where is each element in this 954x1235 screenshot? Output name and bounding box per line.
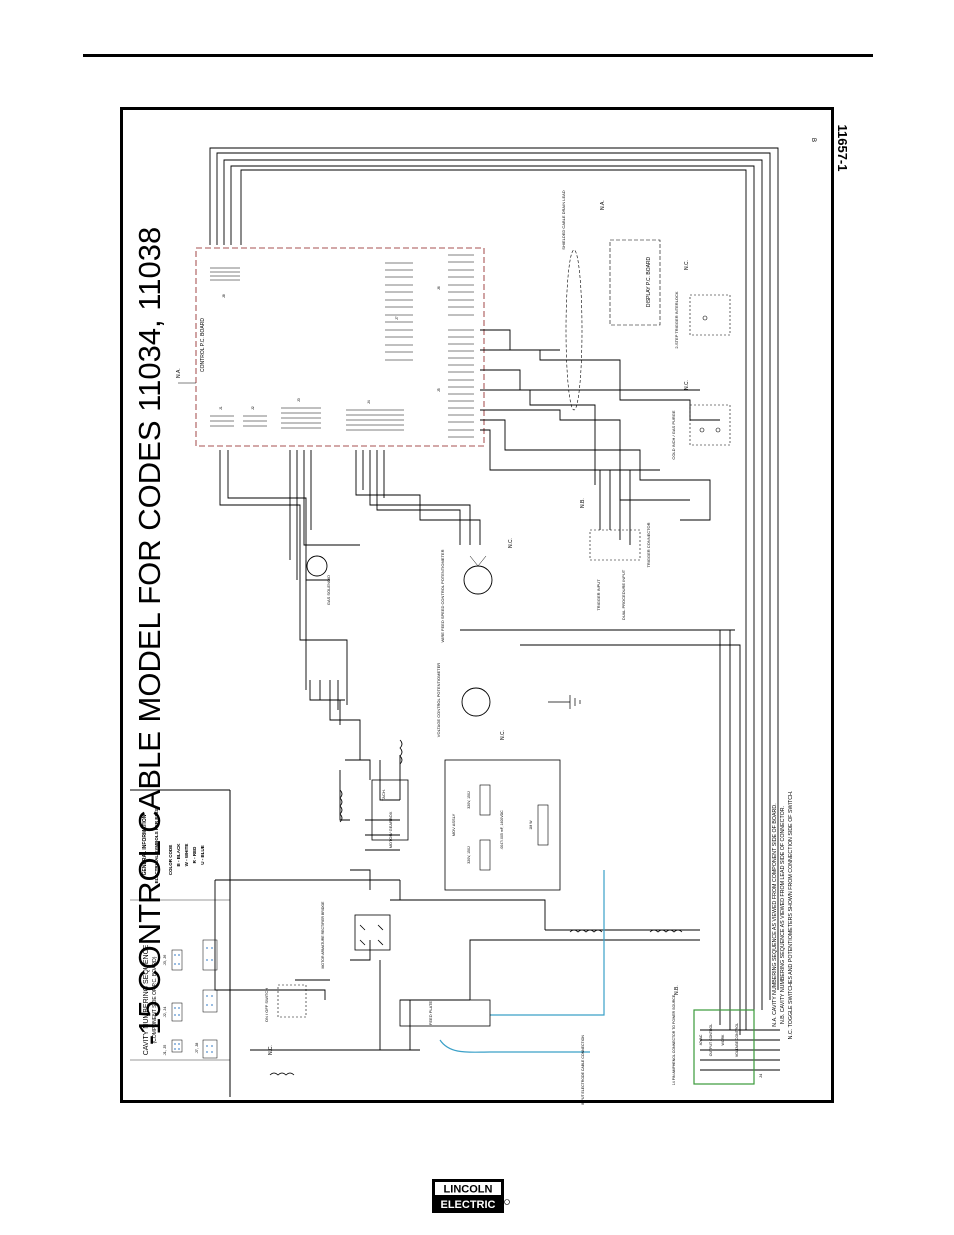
svg-text:TACH.: TACH.: [381, 789, 386, 801]
svg-text:COLD INCH / GAS PURGE: COLD INCH / GAS PURGE: [671, 410, 676, 459]
color-b: B - BLACK: [176, 843, 181, 867]
svg-text:.0047/.005 mF, 1400VDC: .0047/.005 mF, 1400VDC: [500, 810, 504, 850]
color-w: W - WHITE: [184, 844, 189, 867]
svg-text:J3: J3: [297, 398, 301, 402]
nb-label-2: N.B.: [674, 985, 680, 995]
cavity-sub: (COMPONENT SIDE OF P.C. BOARD): [152, 956, 158, 1043]
page-title: -15 CONTROL CABLE MODEL FOR CODES 11034,…: [132, 227, 167, 1045]
logo-bottom: ELECTRIC: [441, 1199, 496, 1211]
svg-text:FEED PLATE: FEED PLATE: [428, 1001, 433, 1025]
two-step-switch: 2-STEP TRIGGER INTERLOCK N.C.: [674, 260, 731, 349]
lincoln-electric-logo: LINCOLN ELECTRIC: [432, 1179, 510, 1213]
inductors: [269, 739, 683, 1076]
color-r: R - RED: [192, 846, 197, 864]
note-na: N.A. CAVITY NUMBERING SEQUENCE AS VIEWED…: [772, 803, 778, 1026]
cav-j3: J3, J6: [162, 954, 167, 965]
header-rule: [83, 54, 873, 57]
svg-text:MOTOR ARMATURE RECTIFIER BRIDG: MOTOR ARMATURE RECTIFIER BRIDGE: [321, 901, 325, 969]
notes: N.A. CAVITY NUMBERING SEQUENCE AS VIEWED…: [772, 791, 794, 1040]
cav-j2: J2, J4: [162, 1006, 167, 1017]
svg-text:TRIGGER CONNECTOR: TRIGGER CONNECTOR: [646, 522, 651, 567]
svg-text:DUAL PROCEDURE INPUT: DUAL PROCEDURE INPUT: [621, 569, 626, 620]
nb-label-1: N.B.: [580, 498, 586, 508]
svg-text:14 PIN AMPHENOL CONNECTOR TO P: 14 PIN AMPHENOL CONNECTOR TO POWER SOURC…: [672, 994, 676, 1085]
cav-j7: J7, J8: [194, 1042, 199, 1053]
svg-text:OUTPUT CONTROL: OUTPUT CONTROL: [709, 1024, 713, 1056]
general-heading: GENERAL INFORMATION: [142, 814, 148, 875]
legend-box: CAVITY NUMBERING SEQUENCE (COMPONENT SID…: [130, 789, 231, 1097]
control-board: CONTROL P.C. BOARD N.A. J1 J2 J3 J4 J7 J…: [176, 247, 485, 447]
svg-text:VOLTAGE CONTROL POTENTIOMETER: VOLTAGE CONTROL POTENTIOMETER: [436, 663, 441, 737]
electrode-lead: [439, 870, 605, 1053]
cold-inch-switch: COLD INCH / GAS PURGE N.C.: [671, 380, 731, 460]
svg-text:320V, 150J: 320V, 150J: [467, 846, 471, 864]
note-nc: N.C. TOGGLE SWITCHES AND POTENTIOMETERS …: [788, 791, 794, 1040]
diagram-frame: [120, 107, 834, 1103]
svg-text:40VAC: 40VAC: [699, 1034, 703, 1045]
nc-label-3: N.C.: [684, 380, 690, 390]
wire-harness: [209, 147, 780, 1071]
nc-label-2: N.C.: [500, 730, 506, 740]
svg-text:ON / OFF SWITCH: ON / OFF SWITCH: [264, 988, 269, 1022]
svg-text:INPUT ELECTRODE CABLE CONNECTI: INPUT ELECTRODE CABLE CONNECTION: [581, 1035, 585, 1105]
svg-text:GAS SOLENOID: GAS SOLENOID: [326, 575, 331, 605]
amphenol-connector: 14 PIN AMPHENOL CONNECTOR TO POWER SOURC…: [672, 985, 763, 1085]
color-code-heading: COLOR CODE: [168, 845, 173, 876]
svg-text:J2: J2: [251, 406, 255, 410]
na-label-2: N.A.: [600, 200, 606, 210]
mov-assembly: MOV ASSLY 320V, 150J 320V, 150J .0047/.0…: [444, 759, 561, 891]
motor-gearbox: MOTOR/ GEARBOX TACH.: [371, 779, 409, 848]
svg-text:1M W: 1M W: [529, 820, 533, 830]
svg-text:J8: J8: [222, 294, 226, 298]
voltage-pot: VOLTAGE CONTROL POTENTIOMETER N.C.: [436, 663, 506, 740]
on-off-switch: ON / OFF SWITCH N.C.: [264, 984, 307, 1055]
symbols-note: ELECTRICAL SYMBOLS PER E1537: [154, 806, 159, 883]
svg-text:J5: J5: [437, 388, 441, 392]
control-board-label: CONTROL P.C. BOARD: [200, 318, 206, 372]
svg-text:J6: J6: [437, 286, 441, 290]
svg-text:DISPLAY P.C. BOARD: DISPLAY P.C. BOARD: [646, 256, 652, 307]
na-label-1: N.A.: [176, 368, 182, 378]
svg-text:MOV ASSLY: MOV ASSLY: [451, 813, 456, 836]
revision-letter: B: [810, 138, 816, 142]
wire-feed-pot: WIRE FEED SPEED CONTROL POTENTIOMETER N.…: [440, 538, 514, 642]
nc-label-5: N.C.: [268, 1045, 274, 1055]
svg-text:J4: J4: [367, 400, 371, 404]
svg-text:J1: J1: [219, 406, 223, 410]
trigger-connector: TRIGGER INPUT DUAL PROCEDURE INPUT TRIGG…: [580, 498, 651, 620]
svg-text:WORK: WORK: [721, 1034, 725, 1046]
svg-text:TRIGGER INPUT: TRIGGER INPUT: [596, 579, 601, 611]
logo-top: LINCOLN: [444, 1184, 493, 1196]
gas-solenoid: GAS SOLENOID: [306, 555, 331, 605]
color-u: U - BLUE: [200, 845, 205, 865]
drawing-number: 11657-1: [835, 125, 850, 172]
nc-label-4: N.C.: [684, 260, 690, 270]
feed-plate: FEED PLATE INPUT ELECTRODE CABLE CONNECT…: [399, 999, 585, 1105]
cav-j1: J1, J5: [162, 1044, 167, 1055]
svg-text:320V, 150J: 320V, 150J: [467, 791, 471, 809]
svg-text:SHIELDED CABLE DRAIN LEAD: SHIELDED CABLE DRAIN LEAD: [561, 190, 566, 249]
svg-text:MOTOR/ GEARBOX: MOTOR/ GEARBOX: [388, 811, 393, 848]
rectifier-bridge: MOTOR ARMATURE RECTIFIER BRIDGE: [321, 901, 391, 969]
display-board: DISPLAY P.C. BOARD SHIELDED CABLE DRAIN …: [561, 190, 661, 411]
j4-tag: J4: [758, 1073, 763, 1078]
svg-text:J7: J7: [395, 316, 399, 320]
ground-icon: [548, 695, 581, 709]
svg-text:WIRE FEED SPEED CONTROL POTENT: WIRE FEED SPEED CONTROL POTENTIOMETER: [440, 549, 445, 642]
note-nb: N.B. CAVITY NUMBERING SEQUENCE AS VIEWED…: [780, 806, 786, 1024]
nc-label-1: N.C.: [508, 538, 514, 548]
svg-text:2-STEP TRIGGER INTERLOCK: 2-STEP TRIGGER INTERLOCK: [674, 291, 679, 349]
cavity-heading: CAVITY NUMBERING SEQUENCE: [143, 944, 150, 1055]
svg-text:VOLTAGE CONTROL: VOLTAGE CONTROL: [735, 1023, 739, 1057]
